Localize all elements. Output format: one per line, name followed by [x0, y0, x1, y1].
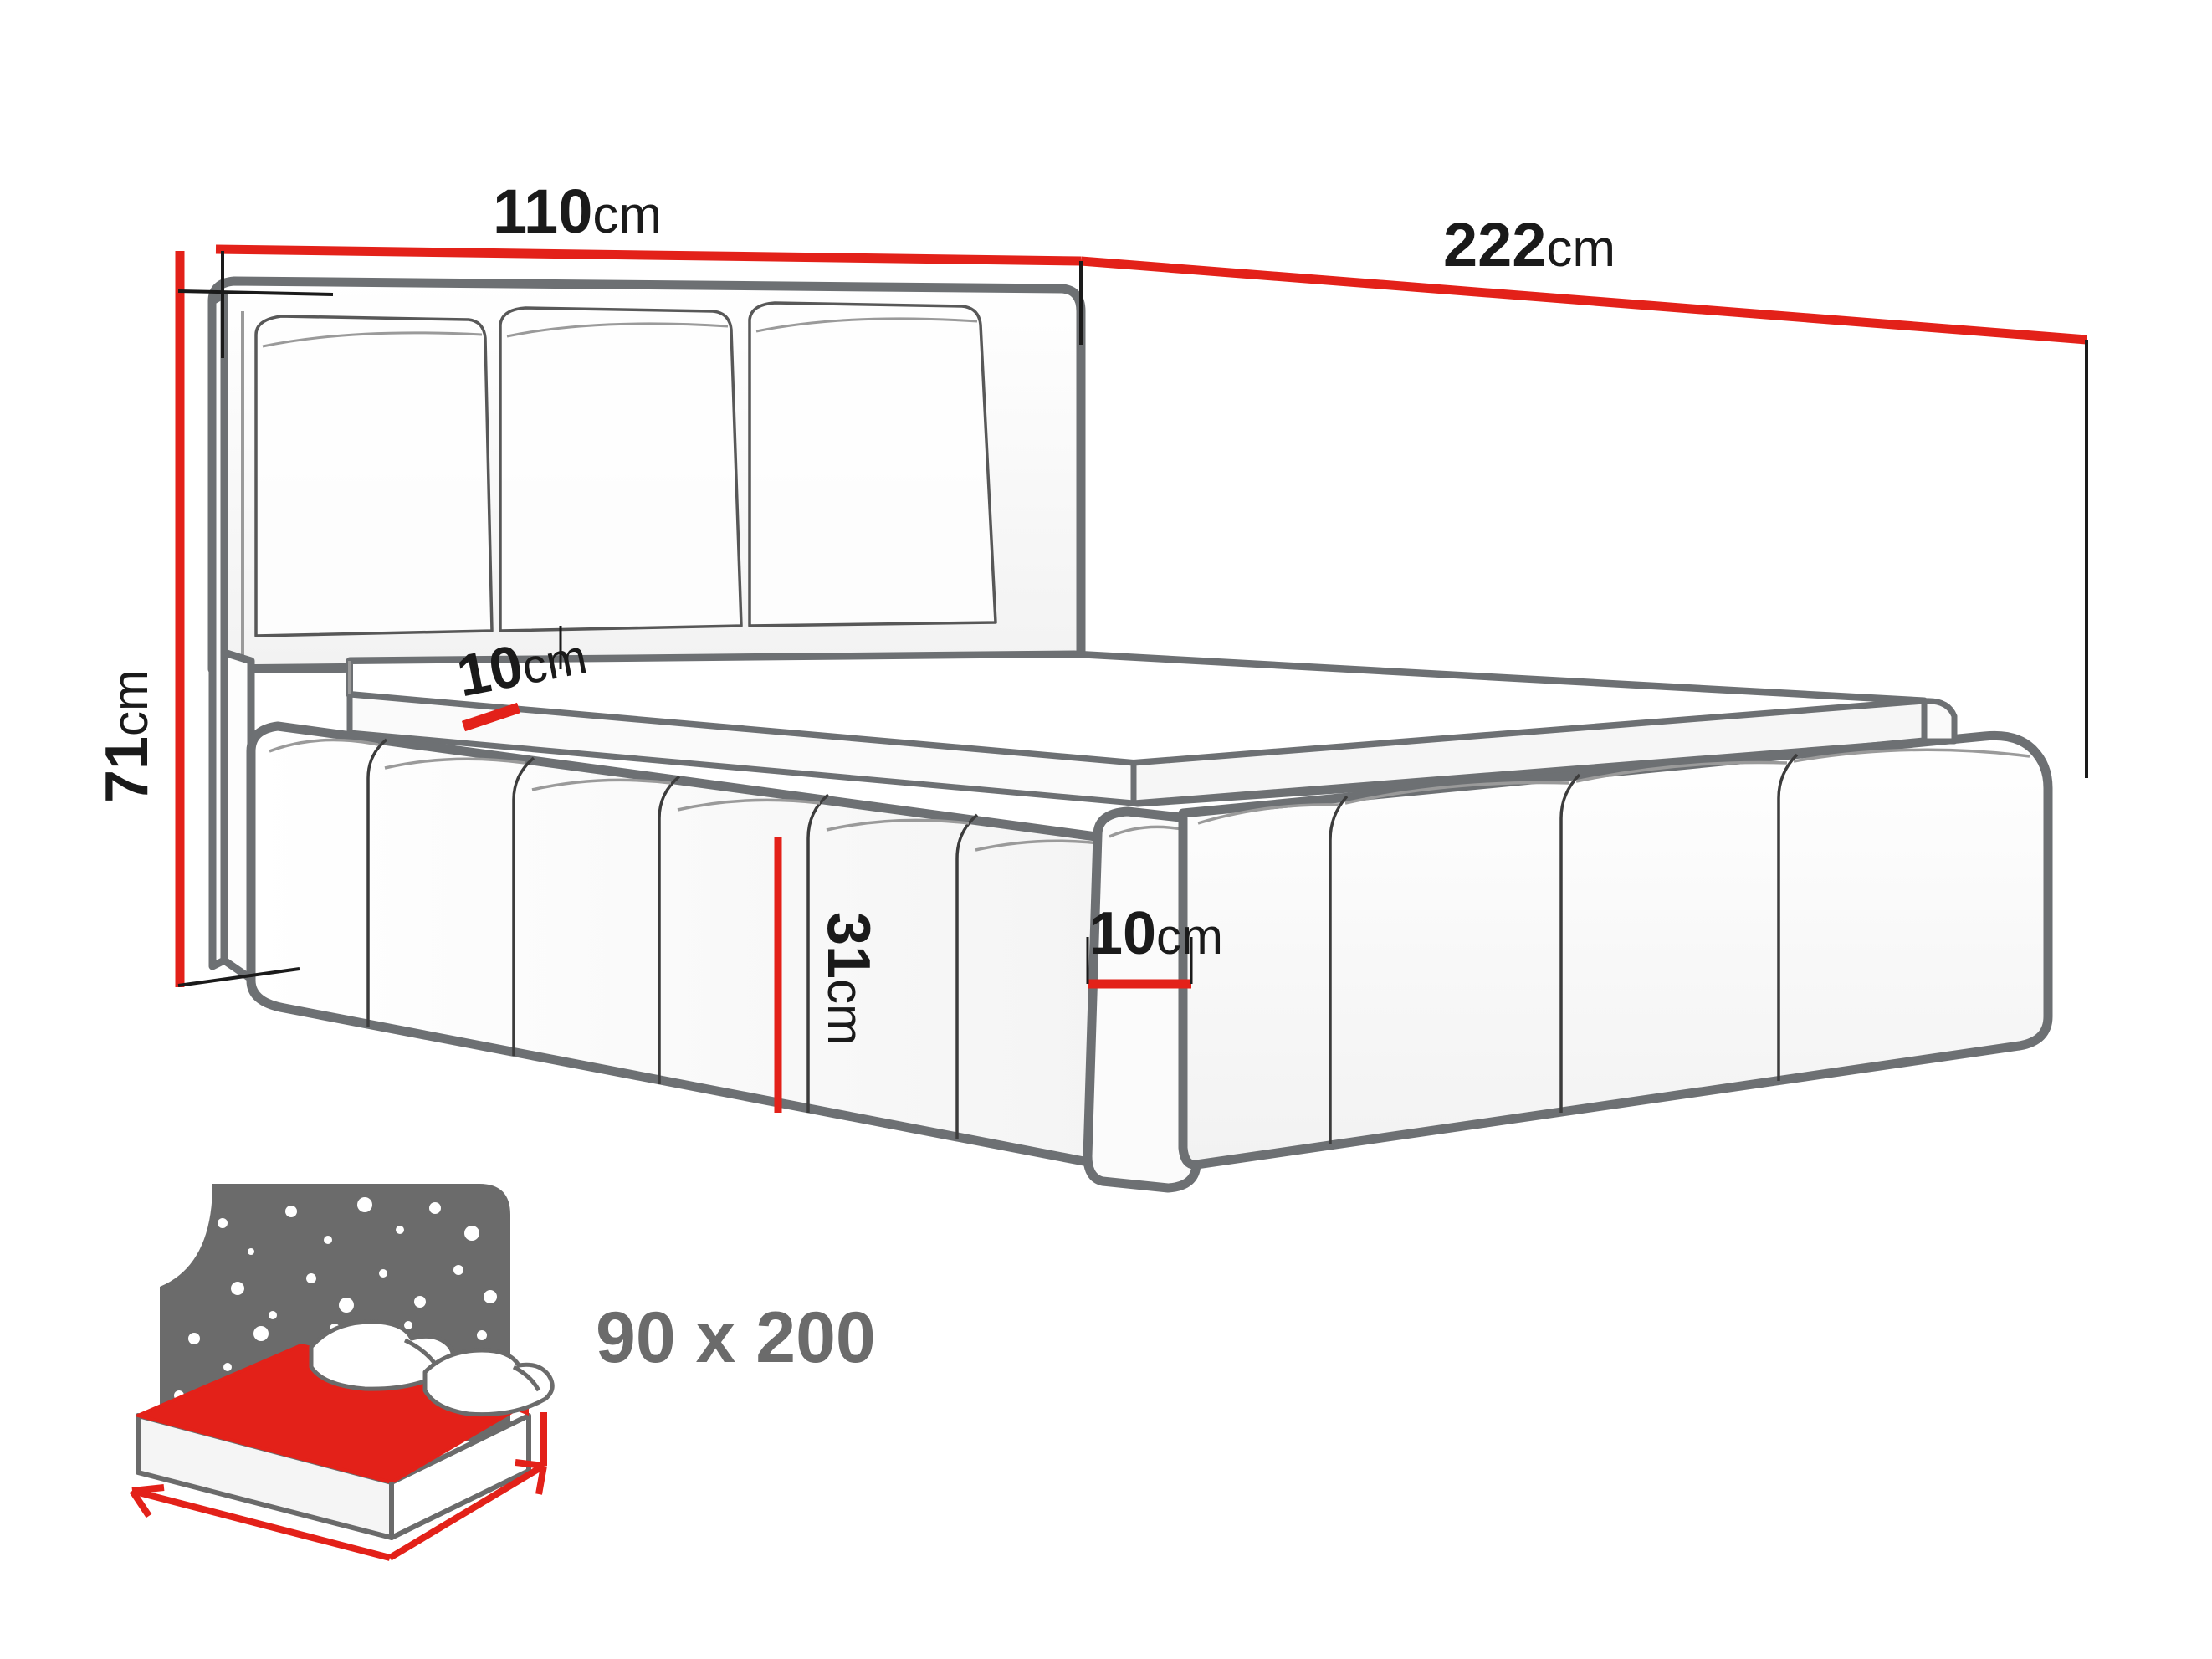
base-right-arc-1	[1197, 803, 1339, 825]
leader-71-bottom-horizontal	[177, 967, 300, 987]
label-10cm-foot-unit: cm	[1156, 909, 1223, 965]
label-222cm-value: 222	[1443, 210, 1546, 279]
label-10cm-head-unit: cm	[517, 629, 591, 695]
label-10cm-foot: 10cm	[1089, 900, 1223, 967]
base-cushion-arc-1	[269, 738, 379, 753]
pillow-right	[422, 1348, 555, 1417]
bed-illustration	[207, 276, 2053, 1193]
bed-base-right-side	[1178, 730, 2053, 1170]
headboard-panel-2	[499, 306, 743, 632]
base-right-arc-4	[1793, 748, 2030, 763]
dimension-labels: 110cm 222cm 71cm 10cm 31cm 10cm	[94, 177, 1615, 1046]
label-110cm-value: 110	[493, 177, 592, 246]
base-cushion-arc-3	[531, 778, 672, 791]
mattress-length-arrow-head	[515, 1459, 547, 1495]
base-cushion-seam-4	[806, 793, 830, 1113]
headboard-panel-1	[254, 315, 494, 637]
mattress-width-arrow	[131, 1487, 392, 1561]
foot-corner-outline	[1083, 806, 1201, 1193]
label-10cm-head: 10cm	[452, 620, 591, 709]
label-110cm-unit: cm	[592, 187, 662, 244]
label-71cm-unit: cm	[102, 669, 158, 736]
label-110cm: 110cm	[493, 177, 662, 246]
base-right-seam-3	[1777, 753, 1799, 1081]
label-mattress-size: 90 x 200	[596, 1298, 876, 1378]
base-cushion-seam-1	[366, 738, 388, 1027]
label-71cm: 71cm	[94, 669, 161, 803]
headboard-panel-3	[748, 301, 997, 627]
base-cushion-arc-2	[384, 757, 526, 770]
bed-base-foot-corner	[1083, 806, 1201, 1193]
base-cushion-seam-3	[658, 775, 681, 1084]
pillow-crease-left	[403, 1338, 437, 1365]
mattress-size-badge: 90 x 200	[129, 1184, 876, 1561]
pillow-crease-right	[512, 1365, 541, 1392]
base-right-arc-2	[1344, 781, 1570, 805]
label-222cm-unit: cm	[1546, 220, 1615, 278]
mattress-width-arrow-head	[129, 1484, 165, 1518]
label-222cm: 222cm	[1443, 210, 1615, 279]
headboard-panel-2-arc	[506, 322, 729, 338]
dim-line-222cm	[1080, 256, 2087, 345]
label-31cm: 31cm	[815, 912, 882, 1046]
label-10cm-head-value: 10	[452, 632, 528, 709]
headboard-panel-1-arc	[262, 331, 483, 348]
mattress-back-right-corner	[1921, 698, 1958, 745]
base-cushion-seam-2	[512, 756, 535, 1056]
base-right-arc-3	[1575, 760, 1788, 783]
label-31cm-unit: cm	[817, 979, 873, 1046]
mattress-length-arrow	[387, 1462, 546, 1561]
dim-tick-10cm-head	[461, 702, 521, 732]
base-cushion-arc-5	[826, 818, 970, 832]
label-31cm-value: 31	[815, 912, 882, 979]
leader-71-top-horizontal	[177, 289, 334, 296]
base-right-outline	[1178, 730, 2053, 1170]
label-71cm-value: 71	[94, 736, 161, 803]
headboard-panel-3-arc	[755, 317, 978, 333]
base-cushion-seam-5	[955, 813, 979, 1139]
base-right-seam-1	[1329, 795, 1349, 1144]
headboard	[207, 276, 1086, 983]
dim-line-110cm	[215, 244, 1082, 266]
foot-corner-arc	[1109, 825, 1187, 838]
base-right-seam-2	[1559, 773, 1581, 1113]
dimension-annotations	[175, 244, 2088, 1113]
pillow-left	[309, 1319, 456, 1391]
base-cushion-arc-4	[677, 798, 821, 812]
mattress-night-sky-icon	[129, 1184, 555, 1561]
label-10cm-foot-value: 10	[1089, 900, 1156, 967]
